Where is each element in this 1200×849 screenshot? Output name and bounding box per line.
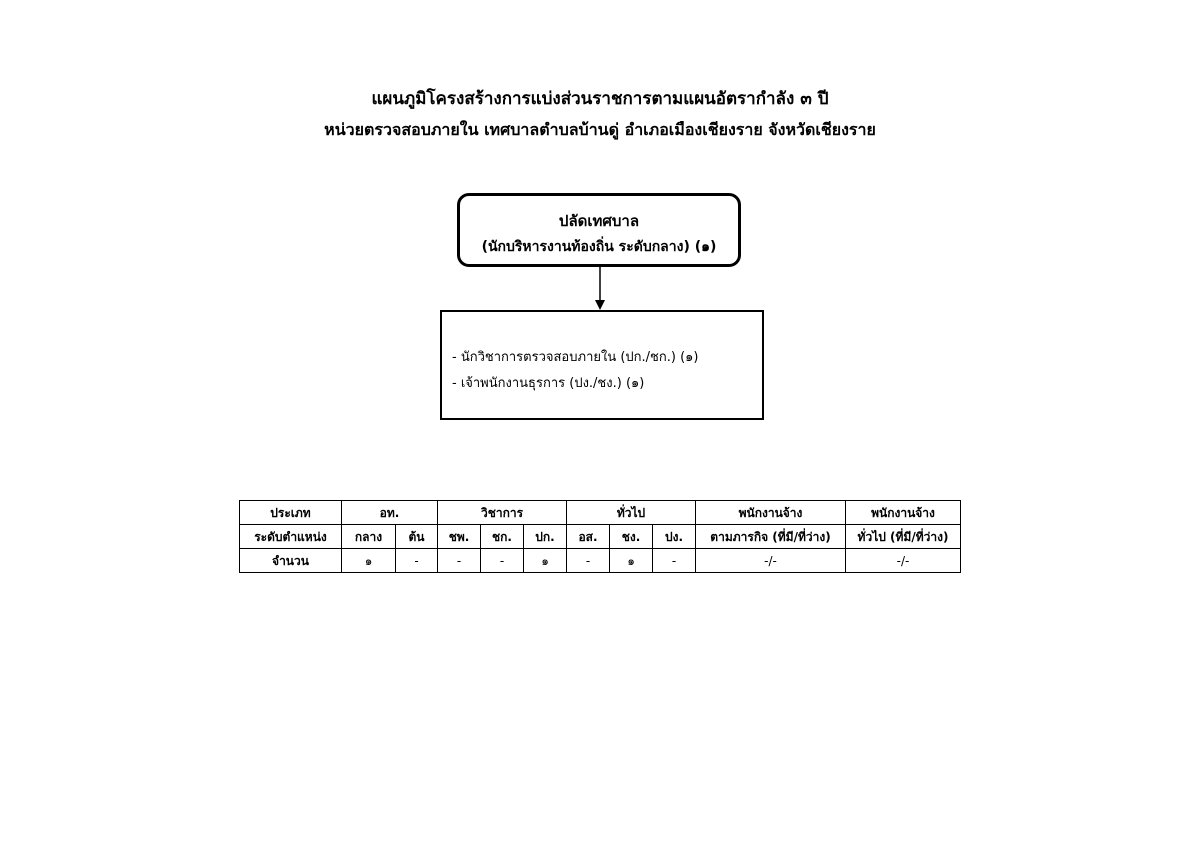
level-cell: ปง. (652, 524, 696, 549)
count-cell: ๑ (609, 548, 653, 573)
group-academic: วิชาการ (437, 500, 567, 525)
staff-box: - นักวิชาการตรวจสอบภายใน (ปก./ชก.) (๑) -… (440, 310, 764, 420)
row-header-level: ระดับตำแหน่ง (239, 524, 342, 549)
count-cell: ๑ (341, 548, 396, 573)
staff-item-auditor: - นักวิชาการตรวจสอบภายใน (ปก./ชก.) (๑) (452, 350, 699, 365)
arrow-head-icon (595, 300, 605, 310)
table-row: ประเภท อท. วิชาการ ทั่วไป พนักงานจ้าง พน… (239, 500, 961, 525)
level-cell: ชง. (609, 524, 653, 549)
level-cell: ชก. (480, 524, 524, 549)
group-general-employee: พนักงานจ้าง (845, 500, 961, 525)
table-row: จำนวน ๑ - - - ๑ - ๑ - -/- -/- (239, 548, 961, 573)
row-header-type: ประเภท (239, 500, 342, 525)
head-position-level: (นักบริหารงานท้องถิ่น ระดับกลาง) (๑) (481, 239, 717, 255)
group-general-employee-sub: ทั่วไป (ที่มี/ที่ว่าง) (845, 524, 961, 549)
level-cell: ต้น (395, 524, 438, 549)
staffing-table: ประเภท อท. วิชาการ ทั่วไป พนักงานจ้าง พน… (239, 500, 961, 573)
row-header-count: จำนวน (239, 548, 342, 573)
level-cell: กลาง (341, 524, 396, 549)
level-cell: อส. (566, 524, 610, 549)
head-position-name: ปลัดเทศบาล (558, 212, 640, 230)
count-cell: - (395, 548, 438, 573)
head-position-box: ปลัดเทศบาล (นักบริหารงานท้องถิ่น ระดับกล… (457, 193, 741, 267)
group-mission-employee-sub: ตามภารกิจ (ที่มี/ที่ว่าง) (695, 524, 846, 549)
chart-title: แผนภูมิโครงสร้างการแบ่งส่วนราชการตามแผนอ… (371, 89, 829, 109)
group-general: ทั่วไป (566, 500, 696, 525)
count-cell: -/- (695, 548, 846, 573)
count-cell: - (437, 548, 481, 573)
group-ot: อท. (341, 500, 438, 525)
count-cell: - (652, 548, 696, 573)
count-cell: - (566, 548, 610, 573)
level-cell: ชพ. (437, 524, 481, 549)
chart-subtitle: หน่วยตรวจสอบภายใน เทศบาลตำบลบ้านดู่ อำเภ… (324, 120, 876, 139)
count-cell: ๑ (523, 548, 567, 573)
staff-item-clerk: - เจ้าพนักงานธุรการ (ปง./ชง.) (๑) (452, 376, 645, 391)
count-cell: - (480, 548, 524, 573)
level-cell: ปก. (523, 524, 567, 549)
count-cell: -/- (845, 548, 961, 573)
table-row: ระดับตำแหน่ง กลาง ต้น ชพ. ชก. ปก. อส. ชง… (239, 524, 961, 549)
group-mission-employee: พนักงานจ้าง (695, 500, 846, 525)
